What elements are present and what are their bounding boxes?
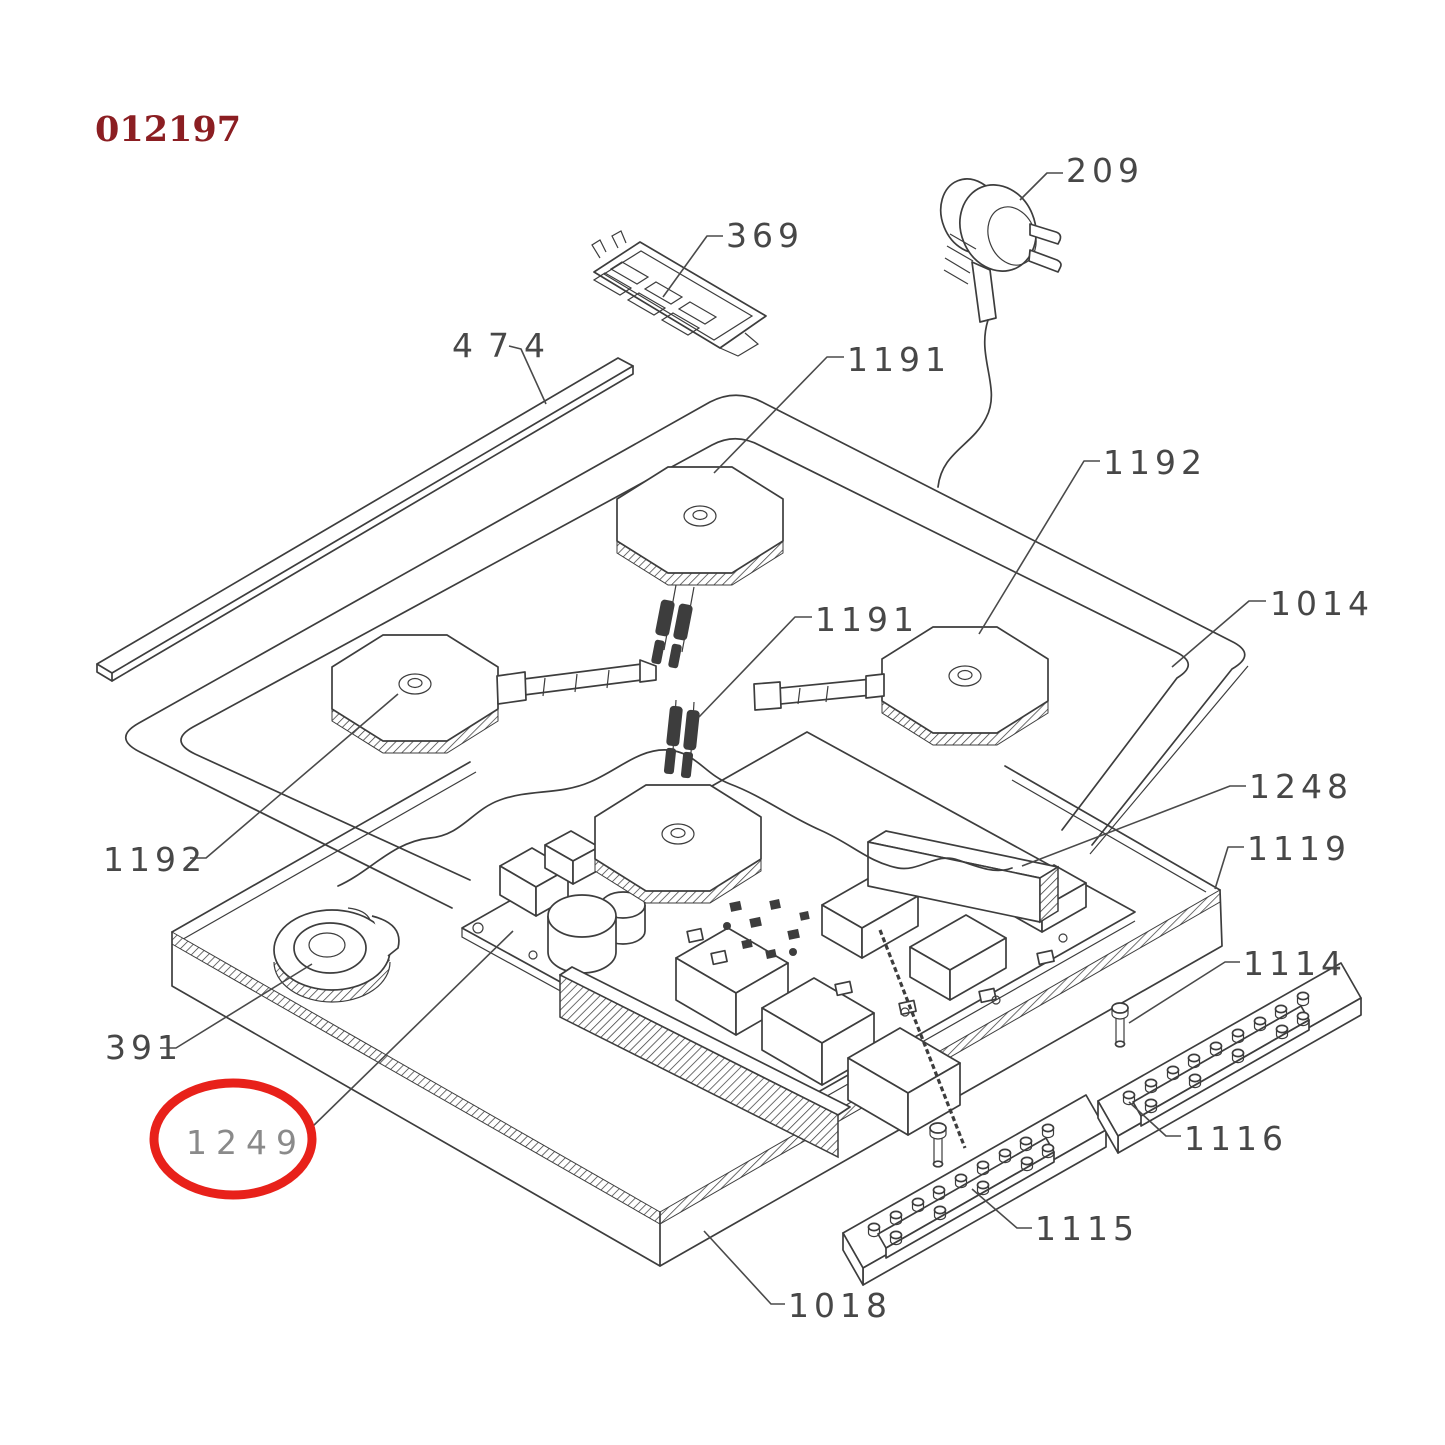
fixing-pin-1 [929,1122,947,1168]
part-label-1119: 1119 [1247,829,1351,868]
part-label-1191-top: 1191 [847,340,951,379]
part-label-1248: 1248 [1249,767,1353,806]
ribbon-cable [878,929,967,1149]
coil-lead-left [496,659,657,705]
power-plug [937,178,1062,488]
trim-strip [96,357,634,682]
part-label-391: 391 [105,1028,183,1067]
drawing-number: 012197 [95,109,241,150]
relay-row-front [675,927,961,1136]
control-strip [842,1094,1107,1286]
induction-coil-right [753,626,1049,746]
part-label-1018: 1018 [788,1286,892,1325]
fixing-pin-2 [1111,1002,1129,1048]
induction-coil-center [594,699,762,904]
glass-panel [124,394,1246,909]
part-label-1192-left: 1192 [103,840,207,879]
coil-lead-center [663,699,700,779]
display-window [591,230,767,357]
part-label-369: 369 [726,216,804,255]
part-label-474: 474 [452,326,560,365]
part-label-1192-right: 1192 [1103,443,1207,482]
part-label-1114: 1114 [1243,944,1347,983]
highlight-circle [149,1078,317,1200]
part-labels: 209 369 474 1191 1192 1014 1191 1248 111… [103,151,1374,1325]
part-label-1249-highlighted: 1249 [186,1123,306,1162]
induction-coil-top [616,466,784,669]
power-pcb [461,731,1136,1159]
cooling-fan [273,907,400,1003]
part-label-209: 209 [1066,151,1144,190]
induction-coil-left [331,634,657,754]
leader-lines [160,172,1266,1305]
part-label-1191-center: 1191 [815,600,919,639]
coil-lead-right [753,673,885,711]
cable-holder [867,830,1059,924]
part-label-1115: 1115 [1035,1209,1139,1248]
part-label-1014: 1014 [1270,584,1374,623]
coil-lead-top [651,584,695,669]
component-cluster [686,899,1068,1017]
part-label-1116: 1116 [1184,1119,1288,1158]
